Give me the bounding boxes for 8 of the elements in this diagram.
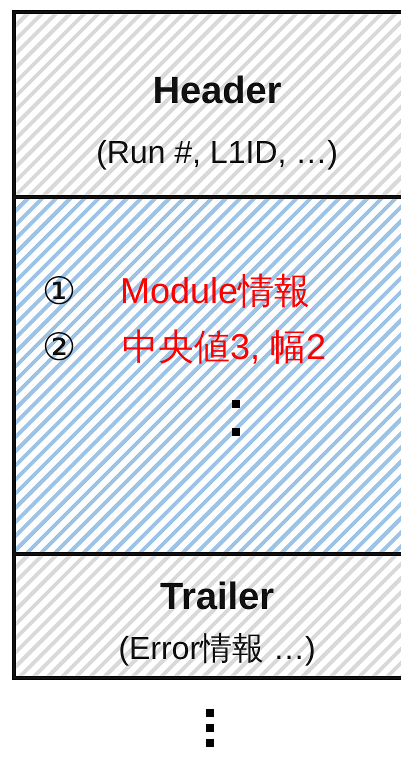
section-subtitle: (Run #, L1ID, …): [96, 136, 338, 168]
section-title: Header: [152, 72, 282, 110]
item-text: Module情報: [120, 273, 310, 309]
section-subtitle: (Error情報 …): [118, 632, 316, 664]
circled-number: ②: [42, 329, 76, 367]
item-text: 中央値3, 幅2: [122, 329, 326, 365]
section-title: Trailer: [160, 578, 274, 616]
circled-number: ①: [42, 273, 76, 311]
